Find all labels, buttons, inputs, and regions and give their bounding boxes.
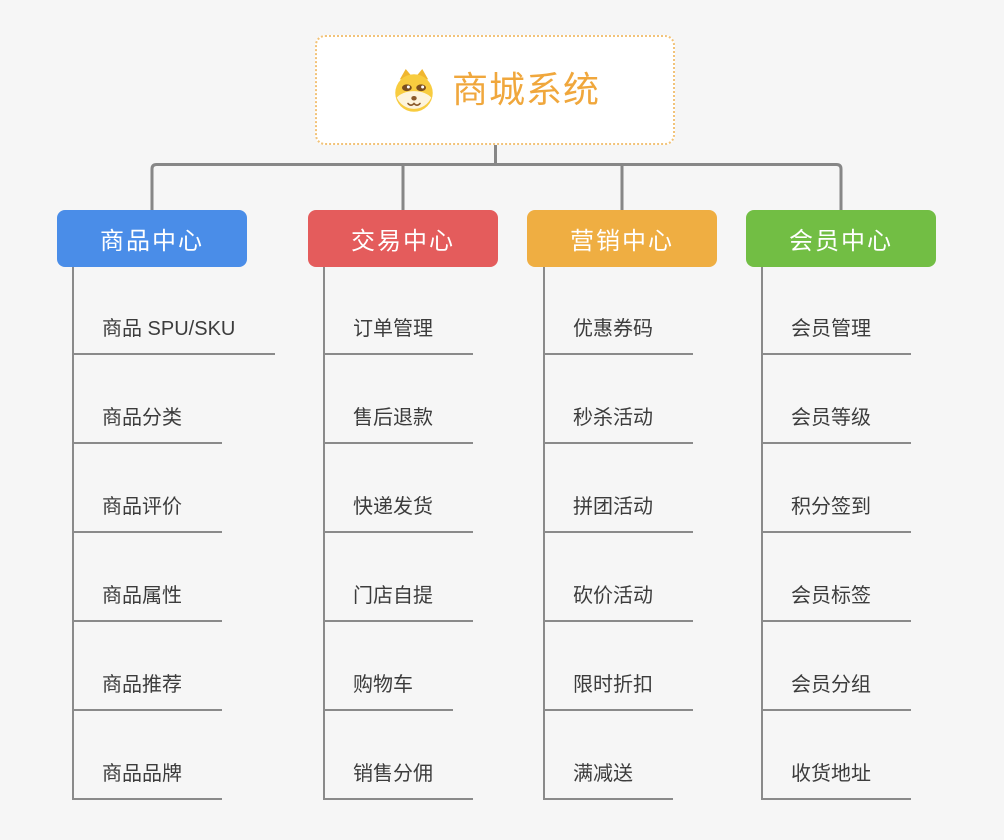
connector-trunk — [761, 267, 763, 800]
leaf-node[interactable]: 订单管理 — [323, 315, 473, 355]
branch-subtree-member-center: 会员管理 会员等级 积分签到 会员标签 会员分组 收货地址 — [761, 267, 1004, 840]
branch-subtree-trade-center: 订单管理 售后退款 快递发货 门店自提 购物车 销售分佣 — [323, 267, 573, 840]
leaf-node[interactable]: 售后退款 — [323, 404, 473, 444]
leaf-node[interactable]: 会员等级 — [761, 404, 911, 444]
leaf-node[interactable]: 快递发货 — [323, 493, 473, 533]
leaf-node[interactable]: 购物车 — [323, 671, 453, 711]
branch-subtree-product-center: 商品 SPU/SKU 商品分类 商品评价 商品属性 商品推荐 商品品牌 — [72, 267, 322, 840]
leaf-node[interactable]: 商品 SPU/SKU — [72, 315, 276, 355]
leaf-node[interactable]: 拼团活动 — [543, 493, 693, 533]
root-title: 商城系统 — [451, 69, 600, 110]
leaf-node[interactable]: 秒杀活动 — [543, 404, 693, 444]
leaf-node[interactable]: 门店自提 — [323, 582, 473, 622]
leaf-node[interactable]: 商品品牌 — [72, 760, 222, 800]
branch-subtree-marketing-center: 优惠券码 秒杀活动 拼团活动 砍价活动 限时折扣 满减送 — [543, 267, 793, 840]
leaf-node[interactable]: 限时折扣 — [543, 671, 693, 711]
leaf-node[interactable]: 商品评价 — [72, 493, 222, 533]
leaf-node[interactable]: 满减送 — [543, 760, 673, 800]
dog-face-icon — [395, 69, 433, 112]
leaf-node[interactable]: 会员分组 — [761, 671, 911, 711]
leaf-node[interactable]: 积分签到 — [761, 493, 911, 533]
leaf-node[interactable]: 会员管理 — [761, 315, 911, 355]
branch-node-product-center[interactable]: 商品中心 — [57, 210, 247, 267]
branch-node-trade-center[interactable]: 交易中心 — [308, 210, 498, 267]
leaf-node[interactable]: 商品推荐 — [72, 671, 222, 711]
leaf-node[interactable]: 商品分类 — [72, 404, 222, 444]
leaf-node[interactable]: 销售分佣 — [323, 760, 473, 800]
leaf-node[interactable]: 收货地址 — [761, 760, 911, 800]
leaf-node[interactable]: 砍价活动 — [543, 582, 693, 622]
branch-node-member-center[interactable]: 会员中心 — [746, 210, 936, 267]
branch-node-marketing-center[interactable]: 营销中心 — [527, 210, 717, 267]
root-node[interactable]: 商城系统 — [315, 35, 675, 145]
connector-trunk — [323, 267, 325, 800]
leaf-node[interactable]: 商品属性 — [72, 582, 222, 622]
connector-trunk — [543, 267, 545, 800]
connector-trunk — [72, 267, 74, 800]
leaf-node[interactable]: 优惠券码 — [543, 315, 693, 355]
leaf-node[interactable]: 会员标签 — [761, 582, 911, 622]
